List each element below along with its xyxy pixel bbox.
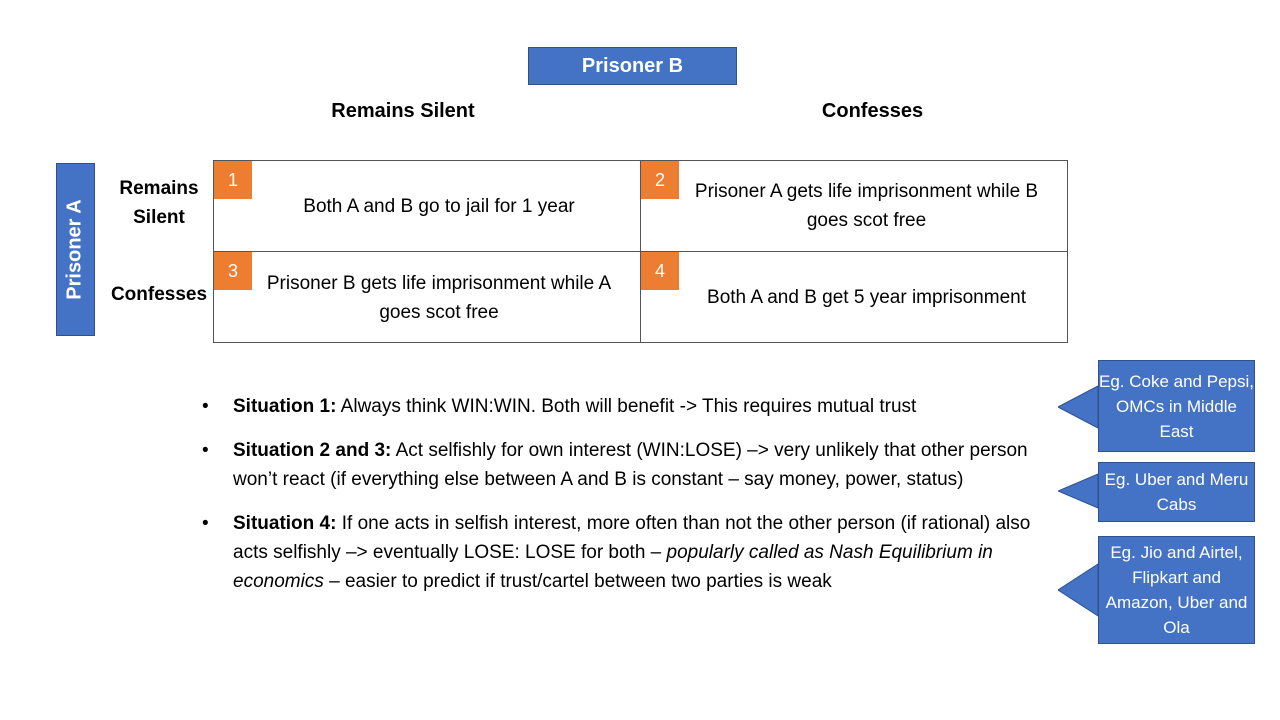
example-box-situation-2-3: Eg. Uber and Meru Cabs [1098, 462, 1255, 522]
situation-2-3-item: Situation 2 and 3: Act selfishly for own… [200, 436, 1060, 494]
matrix-cell-1: 1 Both A and B go to jail for 1 year [214, 161, 641, 252]
situation-list: Situation 1: Always think WIN:WIN. Both … [200, 392, 1060, 611]
prisoner-a-text: Prisoner A [64, 199, 86, 300]
matrix-cell-2: 2 Prisoner A gets life imprisonment whil… [641, 161, 1068, 252]
situation-1-item: Situation 1: Always think WIN:WIN. Both … [200, 392, 1060, 421]
situation-label: Situation 4: [233, 513, 337, 534]
example-box-situation-4: Eg. Jio and Airtel, Flipkart and Amazon,… [1098, 536, 1255, 644]
cell-text: Both A and B go to jail for 1 year [303, 195, 575, 217]
row-header-confesses: Confesses [110, 284, 208, 305]
prisoner-b-label: Prisoner B [528, 47, 737, 85]
situation-text: If one acts in selfish interest, more of… [233, 513, 1031, 563]
cell-text: Prisoner B gets life imprisonment while … [266, 272, 612, 323]
payoff-matrix: 1 Both A and B go to jail for 1 year 2 P… [213, 160, 1068, 343]
example-box-situation-1: Eg. Coke and Pepsi, OMCs in Middle East [1098, 360, 1255, 452]
cell-number-badge: 3 [214, 252, 252, 290]
prisoner-a-label: Prisoner A [56, 163, 95, 336]
cell-text: Both A and B get 5 year imprisonment [707, 287, 1026, 308]
row-header-remains-silent: Remains Silent [119, 178, 199, 228]
column-header-confesses: Confesses [821, 100, 924, 122]
matrix-cell-4: 4 Both A and B get 5 year imprisonment [641, 252, 1068, 343]
left-arrow-icon [1058, 473, 1100, 509]
cell-number-badge: 4 [641, 252, 679, 290]
cell-text: Prisoner A gets life imprisonment while … [694, 181, 1039, 231]
situation-label: Situation 1: [233, 396, 337, 417]
left-arrow-icon [1058, 562, 1100, 618]
column-header-remains-silent: Remains Silent [331, 100, 475, 122]
situation-4-item: Situation 4: If one acts in selfish inte… [200, 509, 1060, 596]
situation-text: – easier to predict if trust/cartel betw… [323, 571, 832, 592]
cell-number-badge: 1 [214, 161, 252, 199]
cell-number-badge: 2 [641, 161, 679, 199]
left-arrow-icon [1058, 384, 1100, 430]
matrix-cell-3: 3 Prisoner B gets life imprisonment whil… [214, 252, 641, 343]
situation-label: Situation 2 and 3: [233, 440, 392, 461]
situation-italic-text: popularly called as Nash Equilibrium in … [233, 542, 993, 592]
situation-text: Act selfishly for own interest (WIN:LOSE… [233, 440, 1028, 490]
situation-text: Always think WIN:WIN. Both will benefit … [336, 396, 917, 417]
